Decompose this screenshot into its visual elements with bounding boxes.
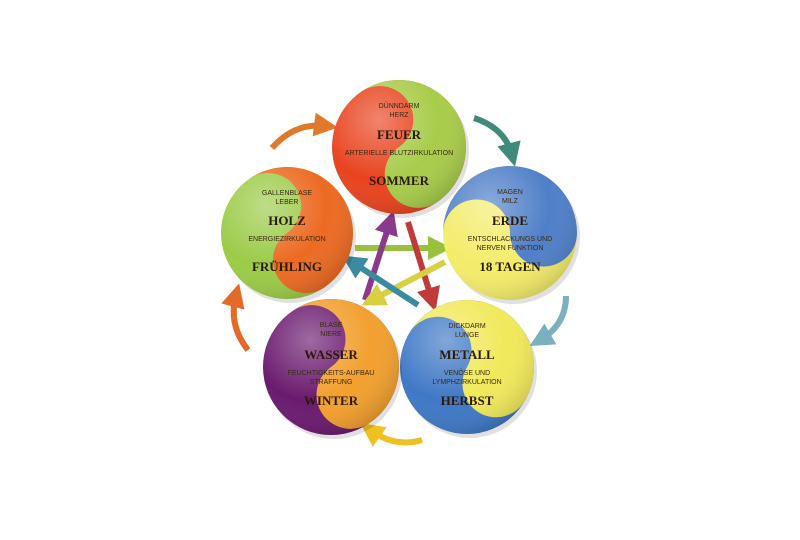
function-label: STRAFFUNG — [310, 379, 353, 386]
season-label: 18 TAGEN — [479, 259, 541, 274]
season-label: FRÜHLING — [252, 259, 322, 274]
element-name: FEUER — [377, 127, 422, 142]
element-feuer: DÜNNDARM HERZ FEUER ARTERIELLE BLUTZIRKULAT… — [332, 80, 469, 218]
function-label: NERVEN FUNKTION — [477, 245, 544, 252]
season-label: WINTER — [304, 393, 359, 408]
organ-label: NIERE — [320, 331, 342, 338]
element-name: ERDE — [492, 213, 528, 228]
arrow-metall-to-holz — [341, 255, 420, 308]
organ-label: DÜNNDARM — [379, 102, 420, 110]
element-wasser: BLASE NIERE WASSER FEUCHTIGKEITS-AUFBAU STRA… — [263, 299, 402, 439]
organ-label: GALLENBLASE — [262, 190, 313, 197]
function-label: LYMPHZIRKULATION — [432, 379, 501, 386]
arrow-wasser-to-holz — [221, 283, 251, 352]
organ-label: LEBER — [276, 199, 299, 206]
element-name: HOLZ — [268, 213, 306, 228]
season-label: HERBST — [441, 393, 494, 408]
function-label: VENÖSE UND — [444, 369, 490, 377]
arrow-metall-to-wasser — [360, 422, 423, 447]
organ-label: HERZ — [389, 112, 409, 119]
arrow-erde-to-metall — [529, 295, 569, 347]
element-erde: MAGEN MILZ ERDE ENTSCHLACKUNGS UND NERVEN FU… — [443, 166, 580, 304]
element-metall: DICKDARM LUNGE METALL VENÖSE UND LYMPHZIRKUL… — [400, 300, 537, 438]
function-label: ENTSCHLACKUNGS UND — [468, 236, 552, 243]
organ-label: MILZ — [502, 198, 519, 205]
arrow-erde-to-wasser — [361, 259, 447, 306]
inner-control-arrows — [341, 210, 452, 312]
organ-label: DICKDARM — [448, 323, 486, 330]
season-label: SOMMER — [369, 173, 430, 188]
arrow-wasser-to-feuer — [362, 210, 398, 301]
arrow-feuer-to-metall — [405, 221, 440, 312]
element-name: WASSER — [304, 347, 358, 362]
function-label: FEUCHTIGKEITS-AUFBAU — [288, 370, 375, 377]
element-name: METALL — [439, 347, 495, 362]
arrow-holz-to-feuer — [269, 112, 338, 151]
element-holz: GALLENBLASE LEBER HOLZ ENERGIEZIRKULATION FR… — [221, 167, 356, 303]
function-label: ENERGIEZIRKULATION — [248, 236, 325, 243]
organ-label: LUNGE — [455, 332, 479, 339]
organ-label: MAGEN — [497, 189, 523, 196]
function-label: ARTERIELLE BLUTZIRKULATION — [345, 150, 453, 157]
arrow-feuer-to-erde — [473, 115, 521, 167]
organ-label: BLASE — [320, 322, 343, 329]
outer-cycle-arrows — [221, 112, 569, 447]
